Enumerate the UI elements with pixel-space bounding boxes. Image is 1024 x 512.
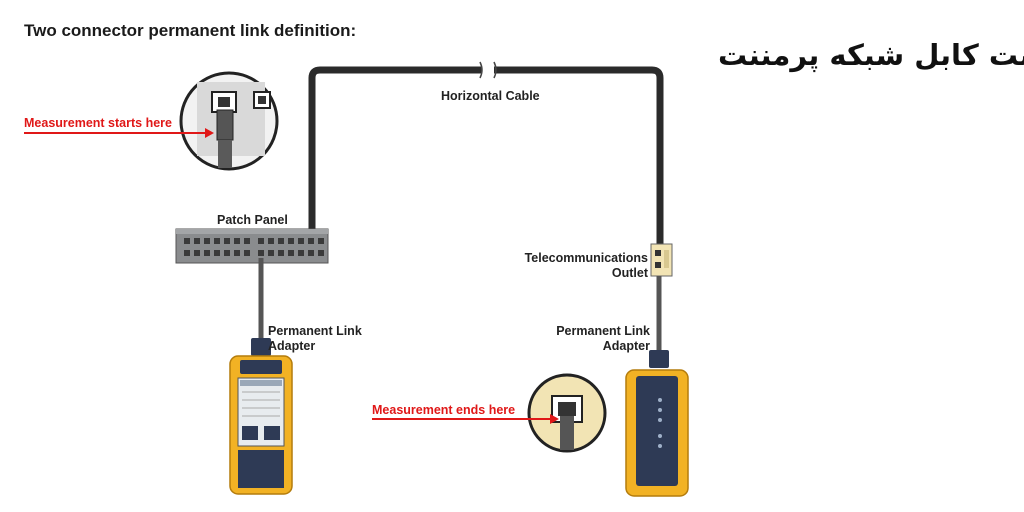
patch-panel-label: Patch Panel: [217, 213, 288, 227]
cable-break-icon: [479, 61, 497, 79]
diagram-title: Two connector permanent link definition:: [24, 21, 357, 40]
measurement-end-arrow: [372, 414, 559, 424]
remote-tester-icon: [625, 369, 689, 497]
measurement-start-arrow: [24, 128, 214, 138]
wall-outlet-icon: [650, 243, 673, 277]
rj45-jack-icon: [527, 373, 607, 453]
pl-adapter-right-label-line1: Permanent Link: [556, 324, 650, 338]
telecom-outlet-label-line1: Telecommunications: [524, 251, 648, 265]
rj45-plug-icon: [179, 71, 279, 171]
telecom-outlet-label-line2: Outlet: [611, 266, 648, 280]
horizontal-cable-label: Horizontal Cable: [441, 89, 540, 103]
measurement-starts-label: Measurement starts here: [24, 116, 172, 130]
left-adapter-connector: [251, 338, 271, 356]
cable-tester-icon: [229, 355, 293, 495]
persian-title: تست کابل شبکه پرمننت: [718, 38, 1024, 72]
pl-adapter-left-label-line2: Adapter: [268, 339, 316, 353]
patch-panel-icon: [175, 228, 329, 264]
pl-adapter-left-label-line1: Permanent Link: [268, 324, 362, 338]
pl-adapter-right-label-line2: Adapter: [602, 339, 650, 353]
measurement-ends-label: Measurement ends here: [372, 403, 516, 417]
right-adapter-connector: [649, 350, 669, 368]
